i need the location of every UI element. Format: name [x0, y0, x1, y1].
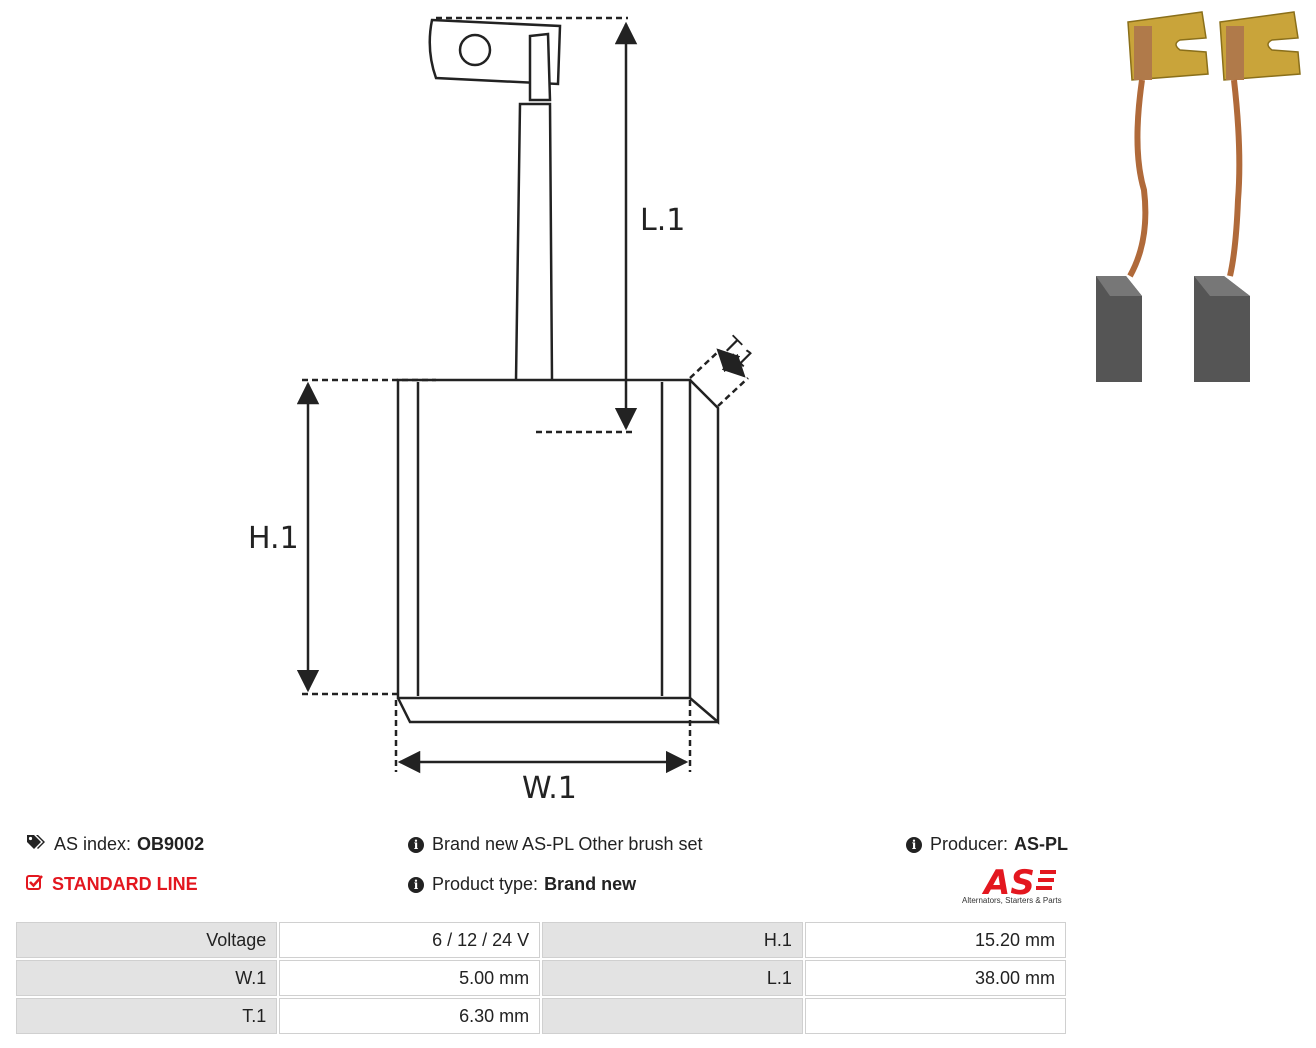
- product-type: i Product type: Brand new: [408, 874, 636, 895]
- product-description: i Brand new AS-PL Other brush set: [408, 834, 702, 855]
- product-type-label: Product type:: [432, 874, 539, 894]
- carbon-brush-pair-photo: [1096, 11, 1301, 382]
- spec-key: W.1: [16, 960, 278, 996]
- product-type-value: Brand new: [544, 874, 637, 894]
- as-pl-logo: AS Alternators, Starters & Parts: [962, 862, 1070, 908]
- table-row: W.1 5.00 mm L.1 38.00 mm: [16, 960, 1066, 996]
- spec-key: T.1: [16, 998, 278, 1034]
- brush-right: [1194, 11, 1301, 382]
- spec-key: [542, 998, 803, 1034]
- as-index-value: OB9002: [137, 834, 205, 854]
- spec-value: 5.00 mm: [279, 960, 541, 996]
- spec-value: [804, 998, 1066, 1034]
- spec-value: 6.30 mm: [279, 998, 541, 1034]
- standard-line-label: STANDARD LINE: [52, 874, 198, 894]
- as-index: AS index: OB9002: [26, 834, 204, 855]
- check-square-icon: [26, 874, 44, 895]
- info-icon: i: [408, 836, 424, 853]
- brush-left: [1096, 11, 1209, 382]
- dimension-label-w1: W.1: [522, 771, 577, 806]
- dimension-label-t1: T.1: [717, 332, 758, 373]
- spec-value: 15.20 mm: [804, 922, 1066, 958]
- description-text: Brand new AS-PL Other brush set: [432, 834, 703, 854]
- logo-tagline: Alternators, Starters & Parts: [962, 896, 1062, 905]
- spec-value: 38.00 mm: [804, 960, 1066, 996]
- table-row: Voltage 6 / 12 / 24 V H.1 15.20 mm: [16, 922, 1066, 958]
- as-index-label: AS index:: [54, 834, 132, 854]
- table-row: T.1 6.30 mm: [16, 998, 1066, 1034]
- standard-line: STANDARD LINE: [26, 874, 198, 895]
- producer-value: AS-PL: [1014, 834, 1069, 854]
- spec-key: Voltage: [16, 922, 278, 958]
- spec-value: 6 / 12 / 24 V: [279, 922, 541, 958]
- dimension-label-l1: L.1: [640, 203, 685, 238]
- specs-table: Voltage 6 / 12 / 24 V H.1 15.20 mm W.1 5…: [14, 920, 1068, 1036]
- brush-technical-drawing: L.1 H.1 W.1 T.1: [248, 16, 758, 806]
- info-icon: i: [408, 876, 424, 893]
- producer: i Producer: AS-PL: [906, 834, 1068, 855]
- spec-key: L.1: [542, 960, 803, 996]
- producer-label: Producer:: [930, 834, 1009, 854]
- logo-mark: AS: [981, 863, 1035, 896]
- dimension-label-h1: H.1: [248, 521, 299, 556]
- info-icon: i: [906, 836, 922, 853]
- spec-key: H.1: [542, 922, 803, 958]
- tags-icon: [26, 834, 46, 855]
